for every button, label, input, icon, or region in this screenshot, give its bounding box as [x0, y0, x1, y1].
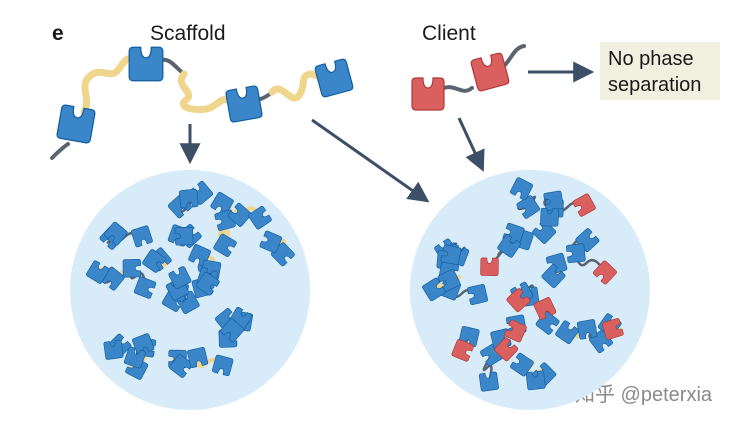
scaffold-domain	[174, 226, 194, 246]
arrow-scaffold-to-client-condensate	[311, 118, 430, 203]
scaffold-domain	[497, 234, 521, 258]
scaffold-domain	[525, 370, 546, 391]
scaffold-domain	[440, 244, 462, 266]
client-domain	[572, 193, 596, 217]
scaffold-domain	[196, 271, 220, 296]
condensate-networks	[86, 177, 624, 392]
scaffold-domain	[566, 243, 586, 264]
scaffold-domain	[576, 319, 598, 340]
client-domain	[411, 77, 445, 111]
client-molecule	[442, 44, 526, 93]
scaffold-domain	[248, 205, 272, 230]
scaffold-domain	[510, 177, 534, 201]
scaffold-domain	[220, 318, 245, 343]
scaffold-domain	[122, 259, 142, 278]
outcome-line-2: separation	[608, 74, 702, 96]
scaffold-domain	[314, 58, 354, 98]
client-title: Client	[422, 22, 476, 45]
client-domain	[494, 337, 519, 362]
scaffold-domain	[128, 46, 164, 82]
scaffold-domain	[212, 354, 234, 377]
scaffold-domain	[142, 249, 166, 273]
scaffold-domain	[516, 195, 541, 219]
scaffold-domain	[540, 207, 559, 227]
scaffold-domain	[543, 190, 564, 211]
scaffold-domain	[225, 85, 263, 123]
scaffold-domain	[422, 277, 446, 302]
no-phase-separation-label: No phase separation	[600, 42, 720, 100]
scaffold-domain	[227, 202, 252, 227]
scaffold-title: Scaffold	[150, 22, 226, 45]
scaffold-domain	[510, 352, 534, 377]
scaffold-domain	[169, 354, 193, 378]
panel-letter: e	[52, 22, 64, 45]
scaffold-domain	[103, 339, 124, 360]
arrow-client-to-condensate	[457, 117, 485, 172]
tail	[482, 353, 493, 383]
watermark: 知乎 @peterxia	[575, 384, 713, 406]
scaffold-domain	[213, 233, 237, 257]
scaffold-domain	[86, 260, 110, 284]
client-domain	[533, 297, 557, 320]
client-domain	[601, 318, 624, 340]
scaffold-domain	[478, 371, 499, 392]
scaffold-domain	[123, 346, 146, 369]
client-domain	[470, 52, 510, 92]
scaffold-domain	[103, 221, 128, 246]
outcome-line-1: No phase	[608, 48, 694, 70]
scaffold-domain	[555, 320, 579, 345]
client-domain	[506, 288, 531, 313]
binding-domains	[56, 46, 510, 144]
scaffold-domain	[187, 346, 209, 368]
client-domain	[504, 319, 527, 343]
scaffold-domain	[178, 188, 199, 209]
scaffold-domain	[541, 264, 566, 289]
scaffold-domain	[130, 225, 153, 248]
scaffold-molecule	[50, 54, 322, 160]
scaffold-domain	[168, 266, 192, 290]
client-domain	[480, 257, 499, 277]
scaffold-domain	[259, 230, 283, 254]
client-domain	[451, 339, 474, 362]
scaffold-domain	[56, 104, 96, 144]
client-domain	[592, 260, 617, 285]
scaffold-domain	[467, 283, 488, 305]
scaffold-domain	[133, 276, 157, 299]
